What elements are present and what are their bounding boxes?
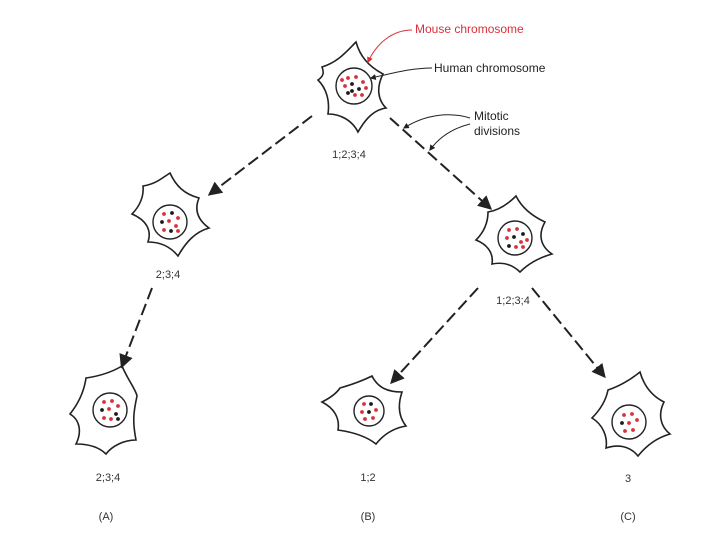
cell-clone-c: 3 (C)	[590, 370, 672, 523]
nucleus	[152, 204, 188, 240]
label-human-chromosome: Human chromosome	[434, 61, 546, 75]
arrow-left-to-a	[119, 287, 153, 369]
genotype-label: 1;2	[360, 472, 375, 484]
division-arrows	[119, 115, 606, 385]
cell-right-mid: 1;2;3;4	[474, 194, 554, 307]
cell-membrane	[320, 374, 408, 446]
nucleus	[611, 404, 647, 440]
genotype-label: 2;3;4	[156, 269, 180, 281]
cell-membrane	[590, 370, 672, 458]
panel-label: (B)	[361, 511, 376, 523]
cell-membrane	[130, 171, 211, 258]
cell-clone-a: 2;3;4 (A)	[68, 364, 138, 523]
callout-mitotic-divisions: Mitotic divisions	[402, 109, 520, 151]
nucleus	[353, 395, 385, 427]
arrow-parent-to-left	[207, 115, 313, 196]
cell-clone-b: 1;2 (B)	[320, 374, 408, 523]
cell-membrane	[474, 194, 554, 274]
arrow-parent-to-right	[389, 117, 493, 210]
cell-membrane	[68, 364, 138, 456]
cell-membrane	[316, 40, 388, 134]
arrow-right-to-b	[390, 287, 479, 385]
nucleus	[335, 67, 373, 105]
nucleus	[92, 392, 128, 428]
label-mitotic: Mitotic	[474, 109, 509, 123]
cell-left-mid: 2;3;4	[130, 171, 211, 281]
label-divisions: divisions	[474, 124, 520, 138]
arrow-right-to-c	[531, 287, 606, 379]
callout-mouse-chromosome: Mouse chromosome	[367, 22, 524, 64]
genotype-label: 1;2;3;4	[496, 295, 530, 307]
callout-human-chromosome: Human chromosome	[369, 61, 546, 80]
genotype-label: 3	[625, 473, 631, 485]
panel-label: (C)	[620, 511, 635, 523]
panel-label: (A)	[99, 511, 114, 523]
genotype-label: 2;3;4	[96, 472, 120, 484]
nucleus	[497, 220, 533, 256]
cell-parent: 1;2;3;4	[316, 40, 388, 161]
genotype-label: 1;2;3;4	[332, 149, 366, 161]
label-mouse-chromosome: Mouse chromosome	[415, 22, 524, 36]
